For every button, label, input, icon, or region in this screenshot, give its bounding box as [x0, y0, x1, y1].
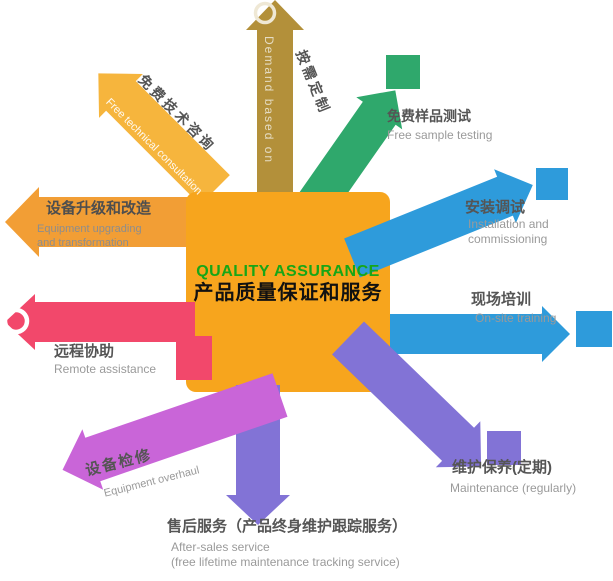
label-aftersales-en1: After-sales service [171, 540, 270, 554]
maintenance-arrow [332, 321, 482, 468]
label-install-en2: commissioning [468, 232, 548, 246]
label-install-zh: 安装调试 [465, 199, 526, 216]
install-end-square [536, 168, 568, 200]
overhaul-arrow [62, 373, 288, 490]
center-title-en: QUALITY ASSURANCE [196, 263, 380, 280]
sample-end-square [386, 55, 420, 89]
center-hub [186, 192, 390, 392]
label-upgrade-en1: Equipment upgrading [37, 223, 142, 235]
sample-arrow [298, 90, 403, 217]
label-onsite-zh: 现场培训 [471, 291, 532, 308]
label-aftersales-en2: (free lifetime maintenance tracking serv… [171, 555, 400, 569]
remote-arrow-tail [176, 336, 212, 380]
label-remote-zh: 远程协助 [54, 343, 115, 360]
onsite-end-square [576, 311, 612, 347]
label-maintenance-en: Maintenance (regularly) [450, 481, 577, 495]
center-title-zh: 产品质量保证和服务 [193, 282, 383, 304]
install-arrow [344, 169, 533, 278]
label-upgrade-en2: and transformation [37, 237, 129, 249]
demand-arrow [246, 0, 304, 200]
label-demand-en: Demand based on [262, 36, 276, 165]
label-sample-en: Free sample testing [387, 128, 493, 142]
label-aftersales-zh: 售后服务（产品终身维护跟踪服务） [167, 518, 408, 535]
label-sample-zh: 免费样品测试 [387, 108, 471, 124]
ring-icon [253, 1, 277, 25]
remote-arrow [5, 294, 195, 350]
label-remote-en: Remote assistance [54, 362, 157, 376]
maintenance-end-square [487, 431, 521, 465]
onsite-arrow [390, 306, 570, 362]
label-upgrade-zh: 设备升级和改造 [46, 200, 152, 217]
label-onsite-en: On-site training [475, 311, 557, 325]
ring-icon [2, 307, 30, 335]
free-tech-arrow [98, 73, 230, 205]
label-install-en1: Installation and [468, 217, 549, 231]
label-maintenance-zh: 维护保养(定期) [452, 459, 552, 476]
upgrade-arrow [5, 187, 230, 257]
